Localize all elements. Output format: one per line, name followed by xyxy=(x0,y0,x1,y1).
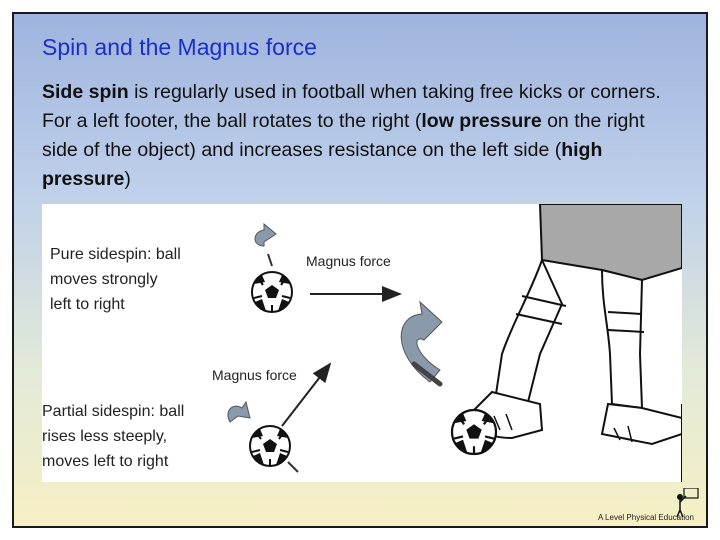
football-icon-top xyxy=(251,271,293,313)
spin-arrow-icon-bottom xyxy=(227,400,251,423)
partial-sidespin-line-1: Partial sidespin: ball xyxy=(42,403,184,420)
slide: Spin and the Magnus force Side spin is r… xyxy=(12,12,708,528)
footer-credit: A Level Physical Education xyxy=(597,513,694,522)
term-high-pressure: high pressure xyxy=(42,139,603,190)
term-low-pressure: low pressure xyxy=(421,110,542,132)
paragraph-text-3: ) xyxy=(124,168,131,190)
player-legs-illustration xyxy=(472,204,682,482)
slide-title: Spin and the Magnus force xyxy=(42,34,317,60)
pure-sidespin-line-2: moves strongly xyxy=(50,271,158,288)
term-side-spin: Side spin xyxy=(42,81,129,103)
magnus-label-top: Magnus force xyxy=(306,253,391,269)
football-icon-kick xyxy=(450,408,498,456)
partial-sidespin-line-2: rises less steeply, xyxy=(42,428,167,445)
magnus-force-diagram: Pure sidespin: ball moves strongly left … xyxy=(42,204,682,482)
football-icon-bottom xyxy=(249,425,291,467)
pure-sidespin-line-3: left to right xyxy=(50,296,125,313)
spin-arrow-icon-kick xyxy=(400,300,443,387)
pure-sidespin-line-1: Pure sidespin: ball xyxy=(50,246,181,263)
paragraph-text-1: is regularly used in football when takin… xyxy=(42,81,661,132)
magnus-arrow-diagonal xyxy=(281,362,332,427)
partial-sidespin-line-3: moves left to right xyxy=(42,453,169,470)
magnus-label-bottom: Magnus force xyxy=(212,367,297,383)
slide-paragraph: Side spin is regularly used in football … xyxy=(42,78,682,194)
paragraph-text-2: on the right side of the object) and inc… xyxy=(42,110,645,161)
teacher-logo-icon xyxy=(676,488,699,518)
spin-arrow-icon-top xyxy=(254,222,277,267)
diagram-svg: Pure sidespin: ball moves strongly left … xyxy=(42,204,682,482)
